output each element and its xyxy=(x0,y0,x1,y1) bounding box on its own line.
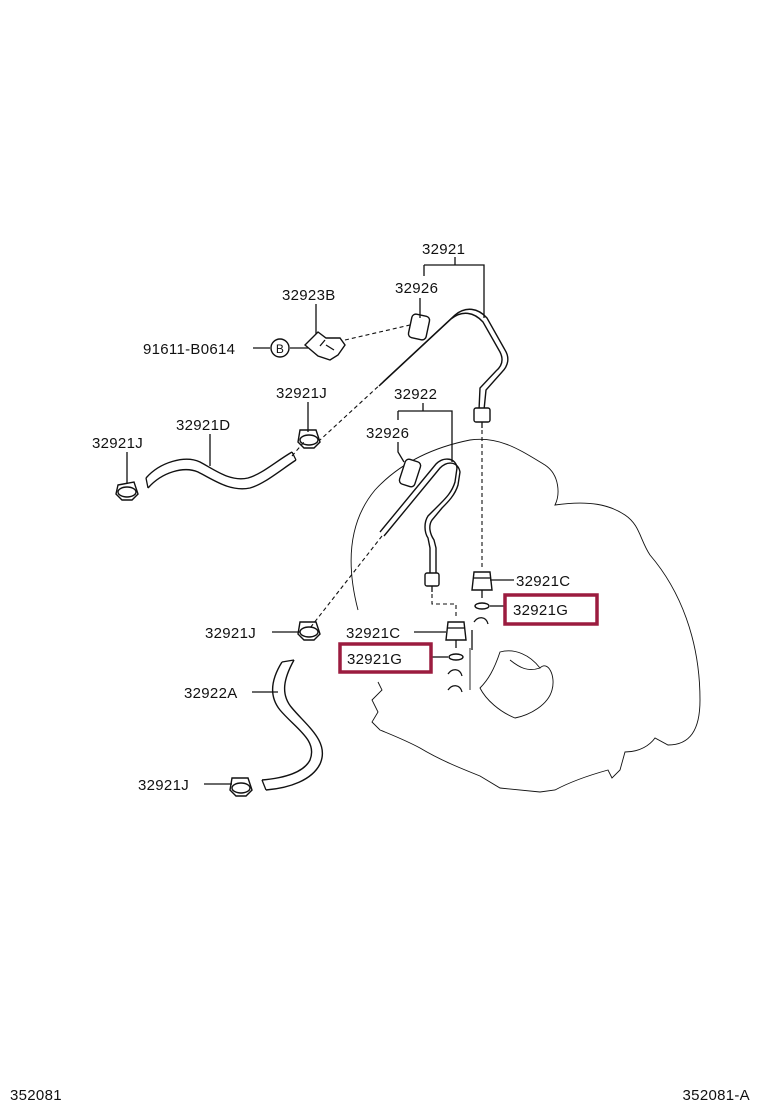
part-label-32921J-mid[interactable]: 32921J xyxy=(205,625,256,642)
vacuum-hose-upper xyxy=(145,451,297,490)
pipe-fitting-nut xyxy=(473,407,491,423)
hose-clamp xyxy=(297,429,321,449)
transmission-housing-outline xyxy=(350,438,701,793)
highlight-box-32921G-right xyxy=(503,593,599,626)
part-label-32921J-bottom[interactable]: 32921J xyxy=(138,777,189,794)
part-label-32921D[interactable]: 32921D xyxy=(176,417,230,434)
reference-circle-b-label: B xyxy=(276,342,284,356)
part-label-32922[interactable]: 32922 xyxy=(394,386,437,403)
part-label-32921G-right[interactable]: 32921G xyxy=(513,602,568,619)
rubber-sleeve xyxy=(407,313,431,341)
pipe-bracket xyxy=(303,324,411,361)
footer-figure-id-variant: 352081-A xyxy=(683,1087,750,1104)
part-label-32921G-lower[interactable]: 32921G xyxy=(347,651,402,668)
part-label-32926-lower[interactable]: 32926 xyxy=(366,425,409,442)
part-label-32921[interactable]: 32921 xyxy=(422,241,465,258)
gasket xyxy=(448,653,464,661)
hose-clamp xyxy=(115,481,139,501)
part-label-32921J-left[interactable]: 32921J xyxy=(92,435,143,452)
lower-vacuum-pipe xyxy=(379,458,461,592)
part-label-32921C-right[interactable]: 32921C xyxy=(516,573,570,590)
union-fitting xyxy=(471,571,493,598)
leader-lines xyxy=(126,257,514,785)
part-label-32922A[interactable]: 32922A xyxy=(184,685,238,702)
footer-figure-id: 352081 xyxy=(10,1087,62,1104)
part-label-32926-upper[interactable]: 32926 xyxy=(395,280,438,297)
vacuum-hose-lower xyxy=(261,659,323,791)
hose-clamp xyxy=(297,621,321,641)
gasket xyxy=(474,602,490,610)
part-label-32923B[interactable]: 32923B xyxy=(282,287,336,304)
part-label-91611-B0614[interactable]: 91611-B0614 xyxy=(143,341,235,358)
gasket xyxy=(473,617,489,625)
dashed-connections xyxy=(291,381,483,629)
part-label-32921J-upper[interactable]: 32921J xyxy=(276,385,327,402)
rubber-sleeve xyxy=(398,458,422,488)
part-label-32921C-lower[interactable]: 32921C xyxy=(346,625,400,642)
union-fitting xyxy=(445,621,467,648)
upper-vacuum-pipe xyxy=(378,308,509,428)
reference-circle-b xyxy=(270,338,290,358)
highlight-box-32921G-lower xyxy=(338,642,433,674)
hose-clamp xyxy=(229,777,253,797)
pipe-fitting-nut xyxy=(424,572,440,587)
